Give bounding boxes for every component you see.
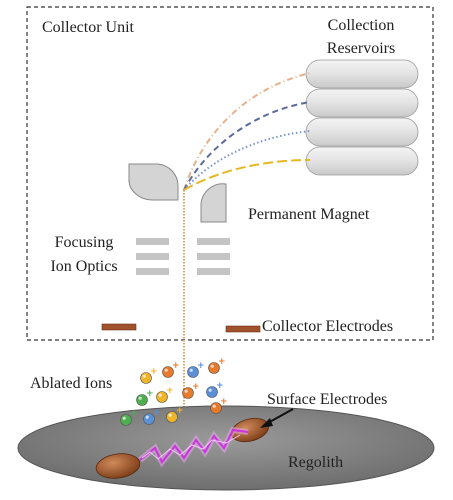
optic-plate	[197, 268, 230, 275]
permanent-magnet-label: Permanent Magnet	[248, 206, 370, 223]
ion-charge: +	[176, 406, 184, 416]
focusing-label-2: Ion Optics	[50, 258, 117, 275]
reservoir	[305, 59, 419, 89]
surface-electrode-left	[95, 453, 141, 479]
ion: +	[208, 357, 226, 374]
ion: +	[206, 381, 224, 398]
ion-charge: +	[192, 382, 200, 392]
ion-charge: +	[166, 386, 174, 396]
ion: +	[210, 397, 228, 414]
ion-charge: +	[172, 361, 180, 371]
ion-charge: +	[146, 389, 154, 399]
collection-reservoirs-label-1: Collection	[328, 17, 395, 34]
magnet-right	[200, 183, 227, 223]
focusing-label-1: Focusing	[55, 234, 114, 251]
optic-plate	[197, 238, 230, 245]
ion: +	[143, 408, 161, 425]
collector-unit-label: Collector Unit	[42, 19, 135, 36]
plasma-arc	[138, 426, 249, 468]
optic-plate	[136, 253, 169, 260]
magnet-left	[128, 163, 179, 201]
ion-charge: +	[220, 397, 228, 407]
ion: +	[136, 389, 154, 406]
trajectory-1	[183, 72, 311, 191]
focusing-ion-optics	[136, 238, 230, 275]
ion: +	[182, 382, 200, 399]
optic-plate	[136, 238, 169, 245]
optic-plate	[136, 268, 169, 275]
ion: +	[120, 409, 138, 426]
ion-charge: +	[216, 381, 224, 391]
ion-trajectories	[183, 72, 311, 191]
ion-charge: +	[150, 367, 158, 377]
trajectory-2	[183, 101, 311, 191]
trajectory-3	[183, 130, 311, 191]
collector-electrodes-label: Collector Electrodes	[262, 318, 393, 335]
collection-reservoirs-label-2: Reservoirs	[327, 40, 395, 57]
reservoir	[305, 117, 419, 147]
ion-charge: +	[218, 357, 226, 367]
regolith-label: Regolith	[288, 454, 343, 471]
reservoir	[305, 146, 419, 176]
surface-electrodes-label: Surface Electrodes	[267, 391, 387, 408]
surface-electrode-arrow	[260, 408, 294, 428]
ion-charge: +	[130, 409, 138, 419]
ion: +	[156, 386, 174, 403]
ion-charge: +	[197, 361, 205, 371]
collector-unit-box	[26, 6, 434, 341]
trajectory-4	[183, 159, 311, 191]
reservoir	[305, 88, 419, 118]
collection-reservoirs	[305, 59, 419, 176]
ion: +	[140, 367, 158, 384]
ion: +	[162, 361, 180, 378]
optic-plate	[197, 253, 230, 260]
ablated-ions-label: Ablated Ions	[30, 375, 112, 392]
collector-electrode-left	[101, 323, 137, 331]
ion: +	[166, 406, 184, 423]
ion: +	[187, 361, 205, 378]
ablated-ions: ++++++++++++	[120, 357, 228, 426]
ion-charge: +	[153, 408, 161, 418]
collector-electrode-right	[225, 325, 261, 333]
